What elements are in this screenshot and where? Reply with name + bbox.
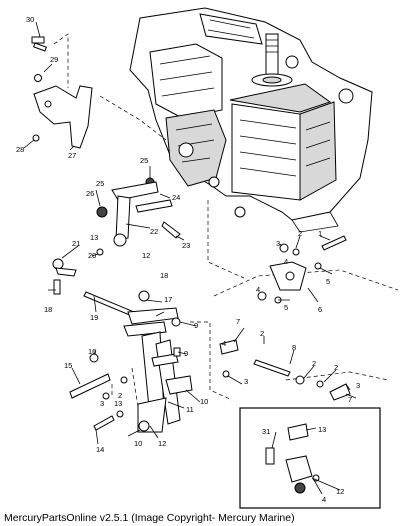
exploded-parts-diagram: 30 29 28 27 25 25 26 24 22 23 21 20 13 1…: [16, 7, 399, 509]
callout-4b: 4: [284, 257, 288, 266]
callout-8: 8: [292, 343, 296, 352]
callout-12b: 12: [158, 439, 166, 448]
callout-12c: 12: [336, 487, 344, 496]
callout-24: 24: [172, 193, 180, 202]
callout-20: 20: [88, 251, 96, 260]
throttle-linkage: [96, 177, 181, 247]
callout-15: 15: [64, 361, 72, 370]
callout-labels: 30 29 28 27 25 25 26 24 22 23 21 20 13 1…: [16, 15, 360, 504]
callout-5b: 5: [284, 303, 288, 312]
callout-3d: 3: [276, 239, 280, 248]
callout-19: 19: [90, 313, 98, 322]
callout-13c: 13: [318, 425, 326, 434]
callout-31: 31: [262, 427, 270, 436]
callout-14: 14: [96, 445, 104, 454]
callout-21: 21: [72, 239, 80, 248]
callout-17: 17: [164, 295, 172, 304]
callout-18b: 18: [44, 305, 52, 314]
image-caption: MercuryPartsOnline v2.5.1 (Image Copyrig…: [4, 512, 295, 524]
callout-3c: 3: [356, 381, 360, 390]
bracket-assembly: [31, 36, 93, 149]
callout-30: 30: [26, 15, 34, 24]
callout-12a: 12: [142, 251, 150, 260]
callout-11: 11: [186, 405, 194, 414]
callout-27: 27: [68, 151, 76, 160]
engine-block: [129, 7, 373, 233]
callout-2b: 2: [260, 329, 264, 338]
spark-advance-arm: [52, 248, 179, 337]
callout-23: 23: [182, 241, 190, 250]
callout-4a: 4: [222, 339, 226, 348]
callout-26: 26: [86, 189, 94, 198]
callout-2e: 2: [298, 229, 302, 238]
callout-22: 22: [150, 227, 158, 236]
callout-13a: 13: [90, 233, 98, 242]
callout-4d: 4: [322, 495, 326, 504]
callout-25b: 25: [96, 179, 104, 188]
callout-13b: 13: [114, 399, 122, 408]
callout-2a: 2: [118, 391, 122, 400]
callout-4c: 4: [256, 285, 260, 294]
callout-3a: 3: [100, 399, 104, 408]
callout-10a: 10: [200, 397, 208, 406]
callout-7b: 7: [348, 395, 352, 404]
callout-3b: 3: [244, 377, 248, 386]
callout-9b: 9: [184, 349, 188, 358]
inset-detail: [239, 407, 381, 509]
callout-29: 29: [50, 55, 58, 64]
callout-10b: 10: [134, 439, 142, 448]
lower-arm-assembly: [69, 317, 193, 433]
callout-6: 6: [318, 305, 322, 314]
callout-18a: 18: [160, 271, 168, 280]
callout-5a: 5: [326, 277, 330, 286]
callout-9a: 9: [194, 321, 198, 330]
callout-leaders: [23, 21, 357, 495]
callout-16: 16: [88, 347, 96, 356]
callout-2d: 2: [334, 363, 338, 372]
callout-28: 28: [16, 145, 24, 154]
callout-7a: 7: [236, 317, 240, 326]
callout-25a: 25: [140, 156, 148, 165]
callout-2c: 2: [312, 359, 316, 368]
right-linkage: [219, 235, 351, 401]
callout-1: 1: [318, 229, 322, 238]
